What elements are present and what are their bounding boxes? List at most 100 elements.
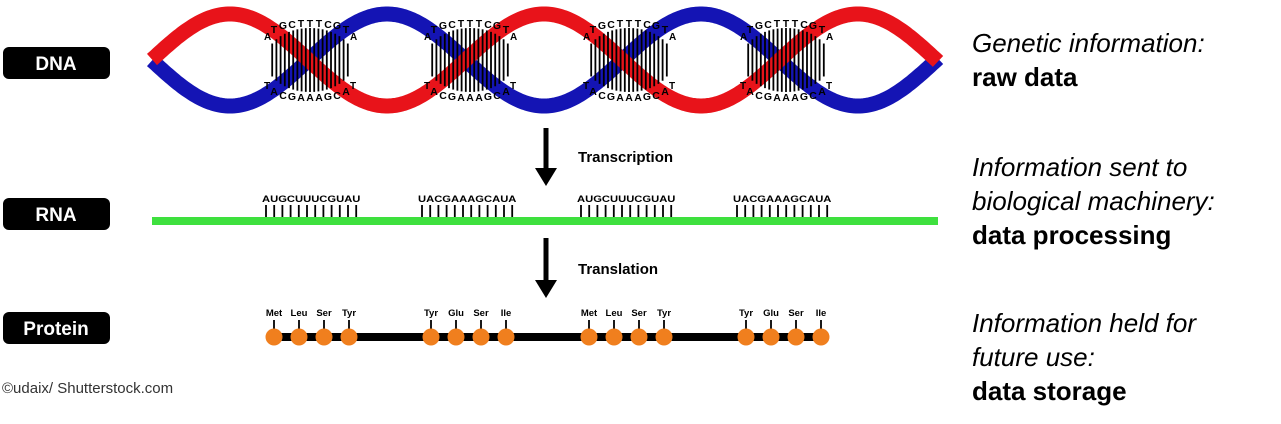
amino-acid-bead bbox=[787, 328, 805, 346]
protein-label: Protein bbox=[3, 312, 110, 344]
dna-bottom-base: A bbox=[818, 86, 826, 98]
amino-acid-label: Glu bbox=[763, 308, 779, 319]
dna-bottom-end-right: T bbox=[669, 81, 675, 92]
amino-acid-label: Leu bbox=[291, 308, 308, 319]
rna-sequence-label: AUGCUUUCGUAU bbox=[577, 194, 676, 205]
dna-top-base: T bbox=[626, 18, 633, 30]
dna-top-base: T bbox=[458, 18, 465, 30]
amino-acid-label: Met bbox=[581, 308, 598, 319]
dna-bottom-base: G bbox=[448, 91, 456, 103]
amino-acid-bead bbox=[812, 328, 830, 346]
dna-top-base: T bbox=[476, 18, 483, 30]
amino-acid-label: Ser bbox=[631, 308, 647, 319]
dna-bottom-base: C bbox=[652, 90, 660, 102]
dna-top-base: T bbox=[431, 24, 438, 36]
dna-top-base: C bbox=[800, 19, 808, 31]
rna-sequence-label: AUGCUUUCGUAU bbox=[262, 194, 361, 205]
dna-bottom-base: A bbox=[773, 92, 781, 104]
dna-bottom-end-left: T bbox=[583, 81, 589, 92]
dna-bottom-base: A bbox=[502, 86, 510, 98]
dna-bottom-base: C bbox=[755, 90, 763, 102]
dna-bottom-base: C bbox=[439, 90, 447, 102]
rna-note: Information sent to biological machinery… bbox=[972, 150, 1215, 252]
dna-top-base: G bbox=[809, 20, 817, 32]
dna-top-base: C bbox=[764, 19, 772, 31]
dna-bottom-base: C bbox=[333, 90, 341, 102]
amino-acid-label: Glu bbox=[448, 308, 464, 319]
dna-top-base: G bbox=[279, 20, 287, 32]
amino-acid-bead bbox=[315, 328, 333, 346]
dna-bottom-end-left: T bbox=[424, 81, 430, 92]
dna-top-end-right: A bbox=[669, 32, 676, 43]
amino-acid-bead bbox=[737, 328, 755, 346]
amino-acid-label: Met bbox=[266, 308, 283, 319]
dna-top-base: T bbox=[662, 24, 669, 36]
amino-acid-bead bbox=[422, 328, 440, 346]
amino-acid-group: Met Leu Ser Tyr bbox=[265, 308, 358, 346]
dna-note-line2: raw data bbox=[972, 62, 1078, 92]
dna-bottom-base: A bbox=[306, 92, 314, 104]
amino-acid-label: Ile bbox=[816, 308, 827, 319]
dna-bottom-base: A bbox=[661, 86, 669, 98]
dna-top-base: T bbox=[307, 18, 314, 30]
dna-top-end-left: A bbox=[424, 32, 431, 43]
dna-top-base: T bbox=[503, 24, 510, 36]
dna-top-base: C bbox=[643, 19, 651, 31]
dna-top-end-right: A bbox=[510, 32, 517, 43]
rna-note-line1: Information sent to bbox=[972, 152, 1188, 182]
dna-top-base: C bbox=[324, 19, 332, 31]
amino-acid-label: Tyr bbox=[657, 308, 671, 319]
transcription-label: Transcription bbox=[578, 149, 673, 166]
amino-acid-group: Met Leu Ser Tyr bbox=[580, 308, 673, 346]
rna-note-line3: data processing bbox=[972, 220, 1172, 250]
dna-bottom-end-right: T bbox=[510, 81, 516, 92]
amino-acid-label: Ser bbox=[316, 308, 332, 319]
svg-text:RNA: RNA bbox=[35, 205, 76, 226]
amino-acid-bead bbox=[630, 328, 648, 346]
dna-bottom-base: A bbox=[791, 92, 799, 104]
rna-label: RNA bbox=[3, 198, 110, 230]
amino-acid-label: Tyr bbox=[424, 308, 438, 319]
dna-top-base: C bbox=[288, 19, 296, 31]
amino-acid-bead bbox=[580, 328, 598, 346]
amino-acid-label: Tyr bbox=[739, 308, 753, 319]
dna-top-base: T bbox=[819, 24, 826, 36]
dna-top-base: G bbox=[755, 20, 763, 32]
dna-bottom-base: G bbox=[643, 91, 651, 103]
dna-bottom-base: A bbox=[782, 92, 790, 104]
dna-bottom-base: C bbox=[493, 90, 501, 102]
dna-bottom-end-right: T bbox=[350, 81, 356, 92]
dna-top-base: C bbox=[607, 19, 615, 31]
dna-bottom-base: A bbox=[457, 92, 465, 104]
dna-top-base: T bbox=[316, 18, 323, 30]
dna-bottom-base: A bbox=[475, 92, 483, 104]
amino-acid-label: Leu bbox=[606, 308, 623, 319]
dna-top-end-right: A bbox=[826, 32, 833, 43]
amino-acid-label: Tyr bbox=[342, 308, 356, 319]
dna-label: DNA bbox=[3, 47, 110, 79]
dna-bottom-base: A bbox=[315, 92, 323, 104]
dna-top-base: T bbox=[747, 24, 754, 36]
dna-top-base: T bbox=[783, 18, 790, 30]
dna-bottom-base: A bbox=[430, 86, 438, 98]
dna-top-base: T bbox=[271, 24, 278, 36]
dna-bottom-base: A bbox=[466, 92, 474, 104]
dna-bottom-base: A bbox=[270, 86, 278, 98]
dna-bottom-end-left: T bbox=[264, 81, 270, 92]
dna-top-end-left: A bbox=[264, 32, 271, 43]
translation-label: Translation bbox=[578, 261, 658, 278]
dna-note: Genetic information: raw data bbox=[972, 26, 1205, 94]
protein-backbone bbox=[270, 333, 825, 341]
svg-text:DNA: DNA bbox=[35, 54, 76, 75]
rna-backbone bbox=[152, 217, 938, 225]
amino-acid-bead bbox=[340, 328, 358, 346]
dna-bottom-base: G bbox=[800, 91, 808, 103]
dna-note-line1: Genetic information: bbox=[972, 28, 1205, 58]
